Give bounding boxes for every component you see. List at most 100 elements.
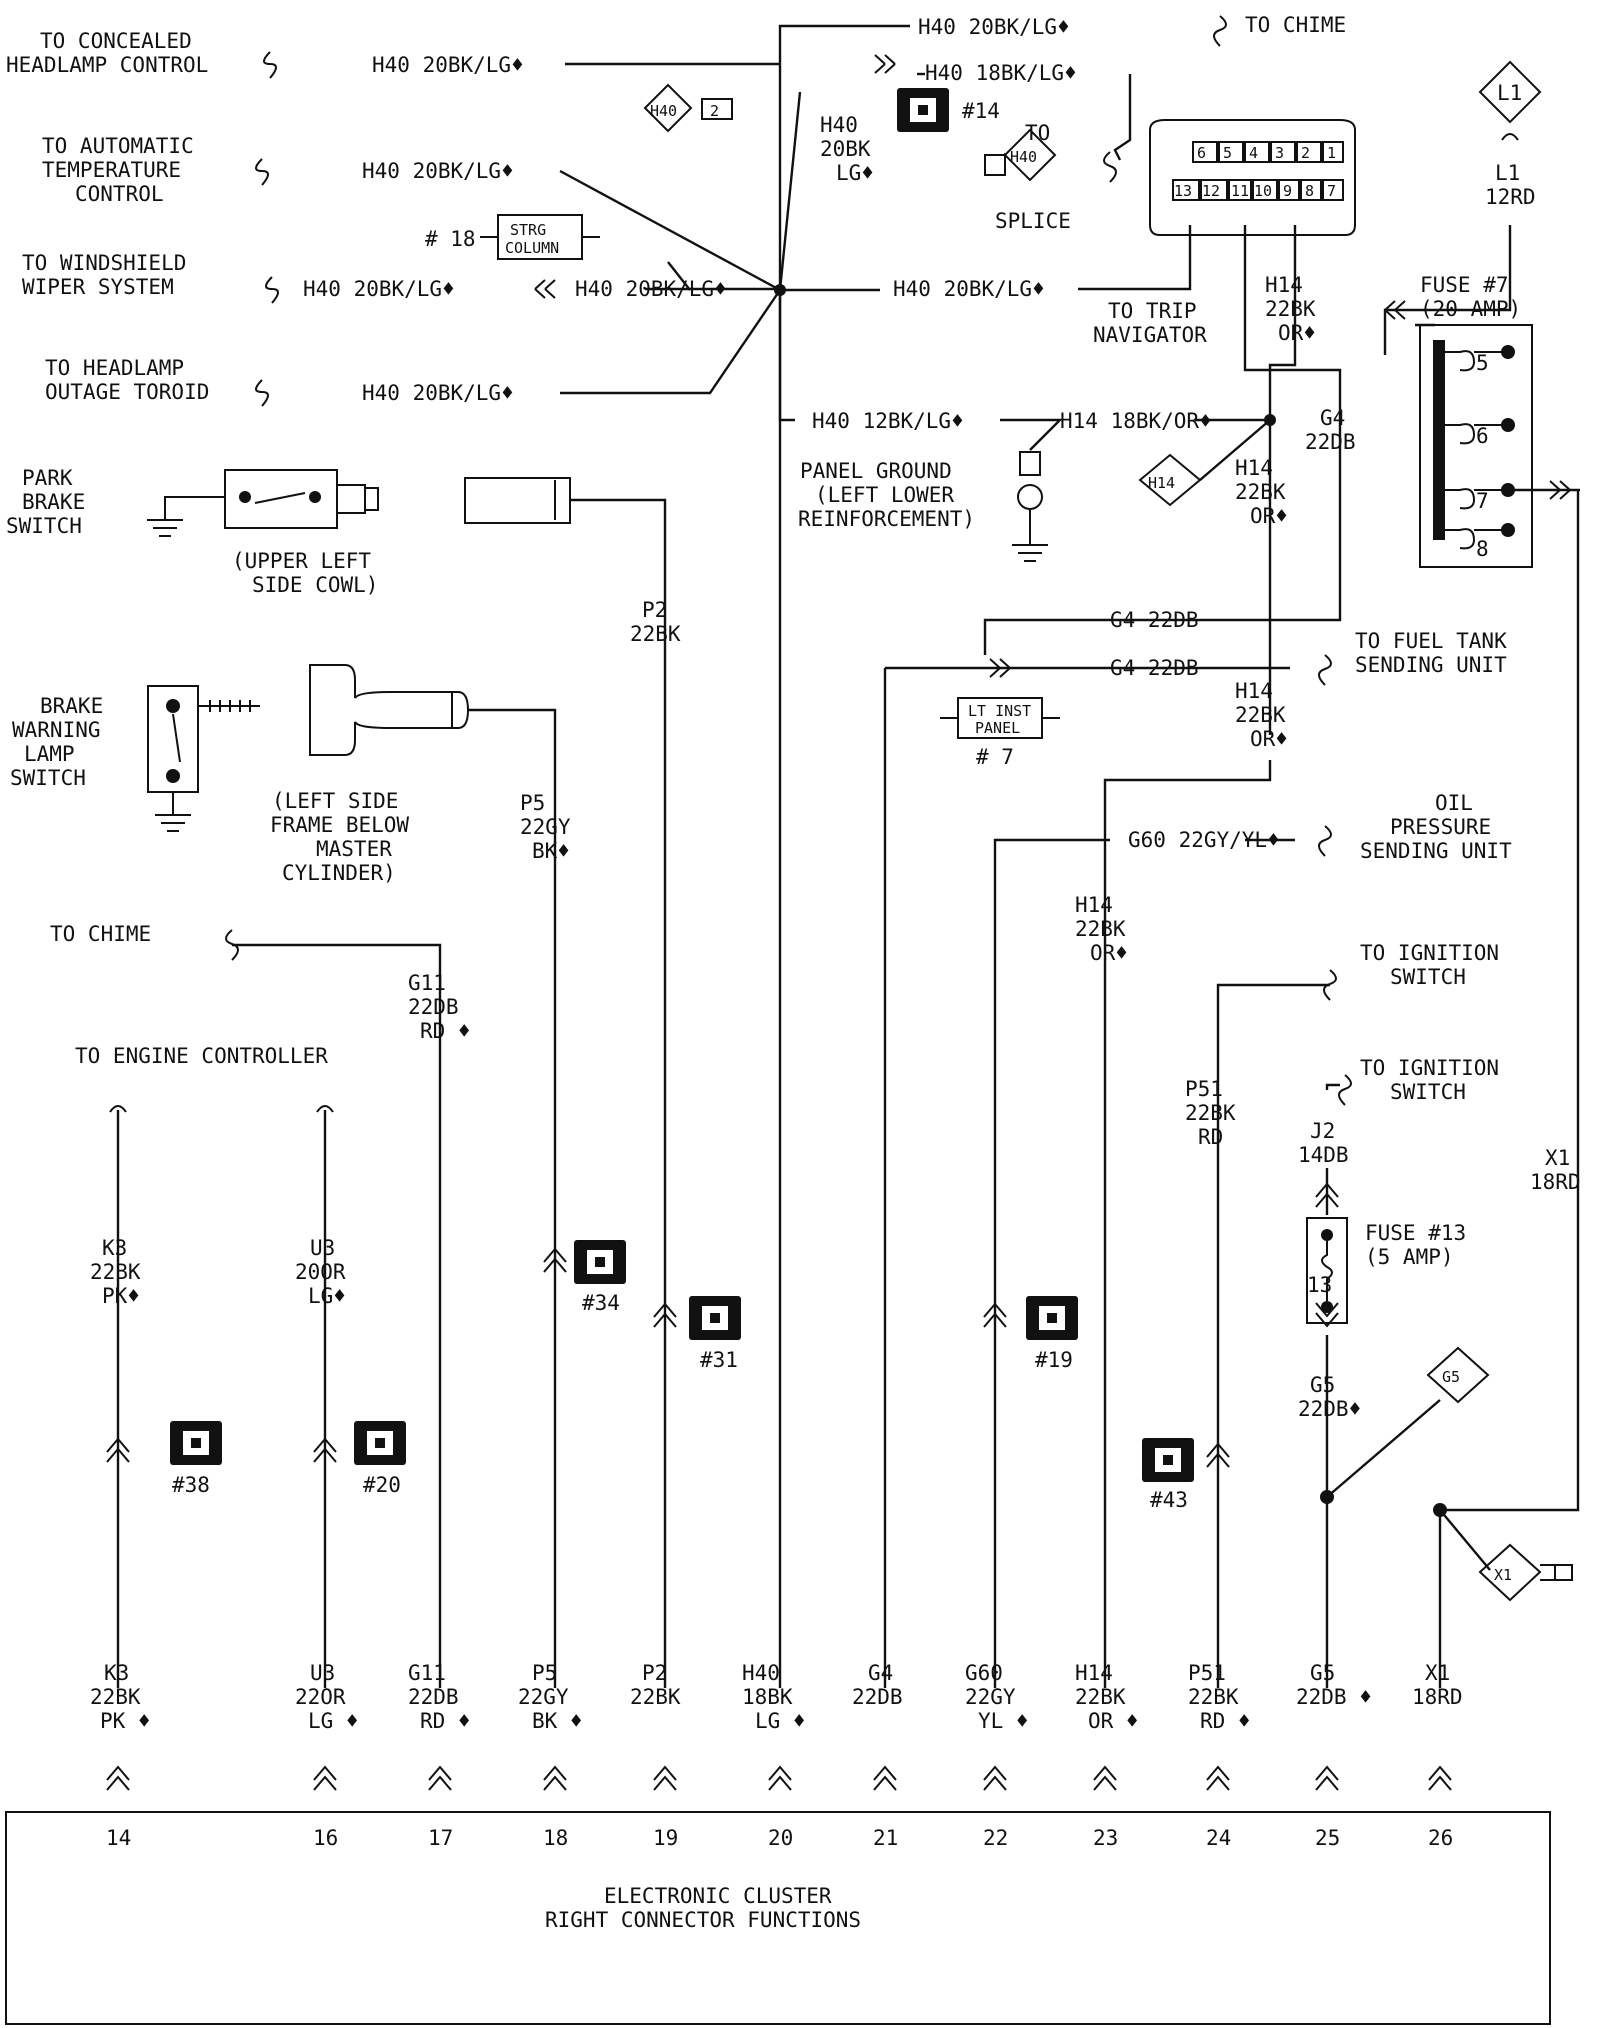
- x1-splice-diamond: X1: [1478, 1543, 1573, 1602]
- svg-text:22DB: 22DB: [408, 1685, 459, 1709]
- svg-text:TO ENGINE CONTROLLER: TO ENGINE CONTROLLER: [75, 1044, 328, 1068]
- svg-text:PK♦: PK♦: [102, 1284, 140, 1308]
- svg-text:22BK: 22BK: [630, 1685, 681, 1709]
- svg-text:22OR: 22OR: [295, 1685, 346, 1709]
- svg-text:13: 13: [1174, 182, 1192, 200]
- svg-text:17: 17: [428, 1826, 453, 1850]
- svg-text:(UPPER LEFT: (UPPER LEFT: [232, 549, 371, 573]
- svg-text:SENDING UNIT: SENDING UNIT: [1355, 653, 1507, 677]
- svg-text:11: 11: [1231, 182, 1249, 200]
- destination-labels: TO CONCEALED HEADLAMP CONTROL TO AUTOMAT…: [6, 13, 1512, 1104]
- svg-text:YL ♦: YL ♦: [978, 1709, 1029, 1733]
- svg-text:FRAME BELOW: FRAME BELOW: [270, 813, 409, 837]
- svg-text:16: 16: [313, 1826, 338, 1850]
- svg-text:P5: P5: [520, 791, 545, 815]
- svg-text:H40 20BK/LG♦: H40 20BK/LG♦: [362, 381, 514, 405]
- svg-text:18BK: 18BK: [742, 1685, 793, 1709]
- svg-text:#43: #43: [1150, 1488, 1188, 1512]
- svg-text:20: 20: [768, 1826, 793, 1850]
- svg-text:8: 8: [1305, 182, 1314, 200]
- svg-text:SWITCH: SWITCH: [1390, 1080, 1466, 1104]
- svg-text:3: 3: [1275, 144, 1284, 162]
- svg-text:RD ♦: RD ♦: [420, 1019, 471, 1043]
- brake-warning-lamp-switch: [147, 685, 260, 832]
- svg-text:H40 18BK/LG♦: H40 18BK/LG♦: [925, 61, 1077, 85]
- svg-text:SIDE COWL): SIDE COWL): [252, 573, 378, 597]
- svg-text:H14: H14: [1235, 679, 1273, 703]
- svg-text:OIL: OIL: [1435, 791, 1473, 815]
- svg-text:26: 26: [1428, 1826, 1453, 1850]
- svg-text:22BK: 22BK: [630, 622, 681, 646]
- svg-text:G5: G5: [1442, 1368, 1460, 1386]
- svg-text:U3: U3: [310, 1236, 335, 1260]
- svg-text:12: 12: [1202, 182, 1220, 200]
- svg-text:H40: H40: [820, 113, 858, 137]
- trip-nav-bottom-row: 13 12 11 10 9 8 7: [1172, 179, 1344, 201]
- svg-text:PK ♦: PK ♦: [100, 1709, 151, 1733]
- svg-text:TO FUEL TANK: TO FUEL TANK: [1355, 629, 1507, 653]
- fuse-7-block: 5 6 7 8 FUSE #7 (20 AMP): [1419, 273, 1533, 568]
- svg-text:H40: H40: [742, 1661, 780, 1685]
- trip-nav-top-row: 6 5 4 3 2 1: [1192, 141, 1344, 163]
- l1-splice-diamond: L1: [1478, 60, 1542, 124]
- svg-text:H40: H40: [650, 102, 677, 120]
- svg-text:STRG: STRG: [510, 221, 546, 239]
- svg-text:TO CHIME: TO CHIME: [1245, 13, 1346, 37]
- svg-text:OR♦: OR♦: [1250, 504, 1288, 528]
- svg-text:SWITCH: SWITCH: [1390, 965, 1466, 989]
- svg-text:22BK: 22BK: [1235, 480, 1286, 504]
- svg-text:L1: L1: [1495, 161, 1520, 185]
- svg-text:MASTER: MASTER: [316, 837, 392, 861]
- lt-inst-panel-connector: LT INST PANEL # 7: [940, 697, 1060, 769]
- svg-text:(20 AMP): (20 AMP): [1420, 297, 1521, 321]
- cluster-title-line1: ELECTRONIC CLUSTER: [604, 1884, 832, 1908]
- svg-text:TO AUTOMATIC: TO AUTOMATIC: [42, 134, 194, 158]
- h14-splice-diamond: H14: [1138, 453, 1202, 507]
- svg-text:24: 24: [1206, 1826, 1231, 1850]
- svg-text:H14: H14: [1265, 273, 1303, 297]
- svg-text:22BK: 22BK: [1265, 297, 1316, 321]
- svg-text:25: 25: [1315, 1826, 1340, 1850]
- svg-text:LG♦: LG♦: [836, 161, 874, 185]
- svg-text:P51: P51: [1188, 1661, 1226, 1685]
- svg-text:22: 22: [983, 1826, 1008, 1850]
- svg-text:22BK: 22BK: [90, 1260, 141, 1284]
- svg-text:18: 18: [543, 1826, 568, 1850]
- svg-text:LG♦: LG♦: [308, 1284, 346, 1308]
- svg-text:HEADLAMP CONTROL: HEADLAMP CONTROL: [6, 53, 208, 77]
- svg-text:H14: H14: [1235, 456, 1273, 480]
- svg-text:FUSE #13: FUSE #13: [1365, 1221, 1466, 1245]
- svg-text:22BK: 22BK: [1235, 703, 1286, 727]
- svg-text:BK♦: BK♦: [532, 839, 570, 863]
- svg-text:12RD: 12RD: [1485, 185, 1536, 209]
- svg-text:LG ♦: LG ♦: [755, 1709, 806, 1733]
- svg-text:TO CONCEALED: TO CONCEALED: [40, 29, 192, 53]
- wire-labels: H40 20BK/LG♦ H40 20BK/LG♦ H40 18BK/LG♦ H…: [90, 15, 1581, 1421]
- svg-text:H40 12BK/LG♦: H40 12BK/LG♦: [812, 409, 964, 433]
- svg-text:13: 13: [1307, 1273, 1332, 1297]
- component-labels: PARK BRAKE SWITCH (UPPER LEFT SIDE COWL)…: [6, 459, 1466, 1269]
- svg-text:22BK: 22BK: [90, 1685, 141, 1709]
- svg-text:H40 20BK/LG♦: H40 20BK/LG♦: [372, 53, 524, 77]
- svg-text:#20: #20: [363, 1473, 401, 1497]
- svg-text:# 18: # 18: [425, 227, 476, 251]
- svg-text:H14: H14: [1148, 474, 1175, 492]
- svg-text:#38: #38: [172, 1473, 210, 1497]
- svg-text:PRESSURE: PRESSURE: [1390, 815, 1491, 839]
- svg-text:LAMP: LAMP: [24, 742, 75, 766]
- svg-text:#14: #14: [962, 99, 1000, 123]
- svg-text:22BK: 22BK: [1188, 1685, 1239, 1709]
- svg-text:K3: K3: [104, 1661, 129, 1685]
- svg-text:H40 20BK/LG♦: H40 20BK/LG♦: [303, 277, 455, 301]
- svg-text:P2: P2: [642, 598, 667, 622]
- svg-text:TO IGNITION: TO IGNITION: [1360, 941, 1499, 965]
- svg-text:2: 2: [710, 102, 719, 120]
- svg-text:4: 4: [1249, 144, 1258, 162]
- svg-text:LT INST: LT INST: [968, 702, 1031, 720]
- svg-text:X1: X1: [1494, 1566, 1512, 1584]
